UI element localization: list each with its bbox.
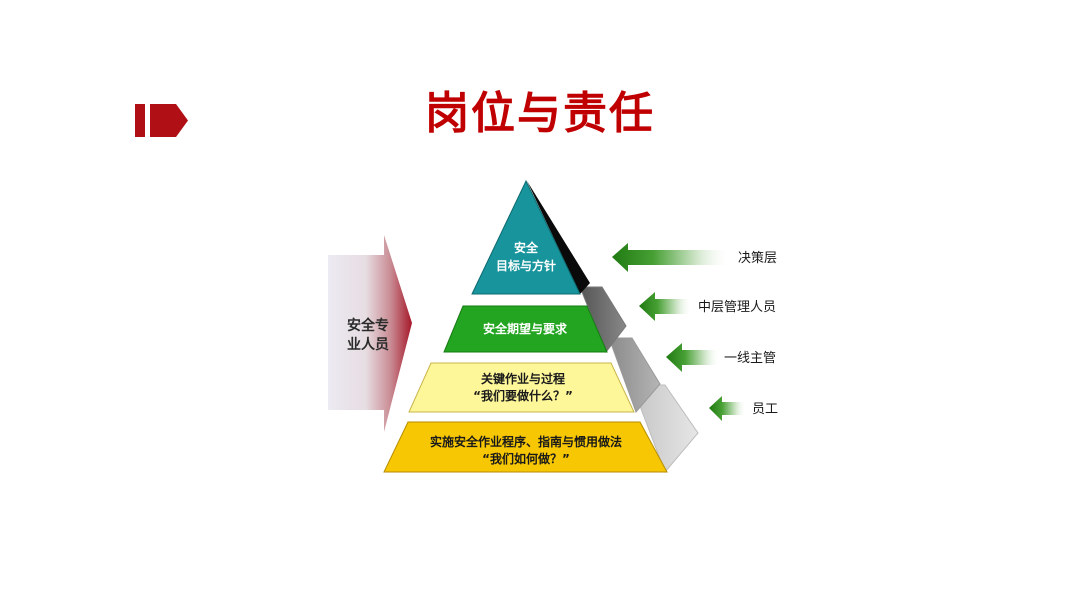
pyramid-tier-4: 实施安全作业程序、指南与惯用做法 “我们如何做？” (383, 421, 668, 473)
side-arrow-label-2: 业人员 (347, 336, 389, 353)
tier-1-shape (471, 179, 581, 295)
tier-4-label-1: 实施安全作业程序、指南与惯用做法 (430, 434, 622, 449)
tier-3-label-2: “我们要做什么？” (473, 388, 573, 403)
tier-1-label-2: 目标与方针 (496, 258, 556, 273)
role-label-4: 员工 (752, 402, 778, 417)
role-label-1: 决策层 (738, 250, 777, 266)
role-arrow-3: 一线主管 (666, 343, 776, 372)
left-arrow-icon (666, 343, 720, 372)
pyramid-tier-2: 安全期望与要求 (443, 305, 608, 353)
pyramid-tier-3: 关键作业与过程 “我们要做什么？” (408, 362, 635, 413)
tier-3-shape (408, 362, 635, 413)
role-arrow-2: 中层管理人员 (639, 292, 776, 321)
side-arrow: 安全专 业人员 (328, 235, 412, 432)
role-arrow-4: 员工 (709, 396, 778, 421)
tier-2-label-1: 安全期望与要求 (483, 321, 568, 336)
tier-4-label-2: “我们如何做？” (482, 451, 570, 466)
tier-1-label-1: 安全 (514, 240, 539, 255)
left-arrow-icon (709, 396, 746, 421)
left-arrow-icon (639, 292, 692, 321)
role-label-2: 中层管理人员 (698, 300, 776, 315)
left-arrow-icon (612, 243, 730, 272)
tier-4-shape (383, 421, 668, 473)
role-arrow-1: 决策层 (612, 243, 777, 272)
pyramid-tier-1: 安全 目标与方针 (471, 179, 581, 295)
side-arrow-label-1: 安全专 (347, 317, 389, 334)
role-label-3: 一线主管 (724, 351, 776, 366)
logo-icon (135, 104, 188, 137)
tier-3-label-1: 关键作业与过程 (481, 371, 565, 386)
page-title: 岗位与责任 (425, 88, 655, 139)
tier-2-shape (443, 305, 608, 353)
